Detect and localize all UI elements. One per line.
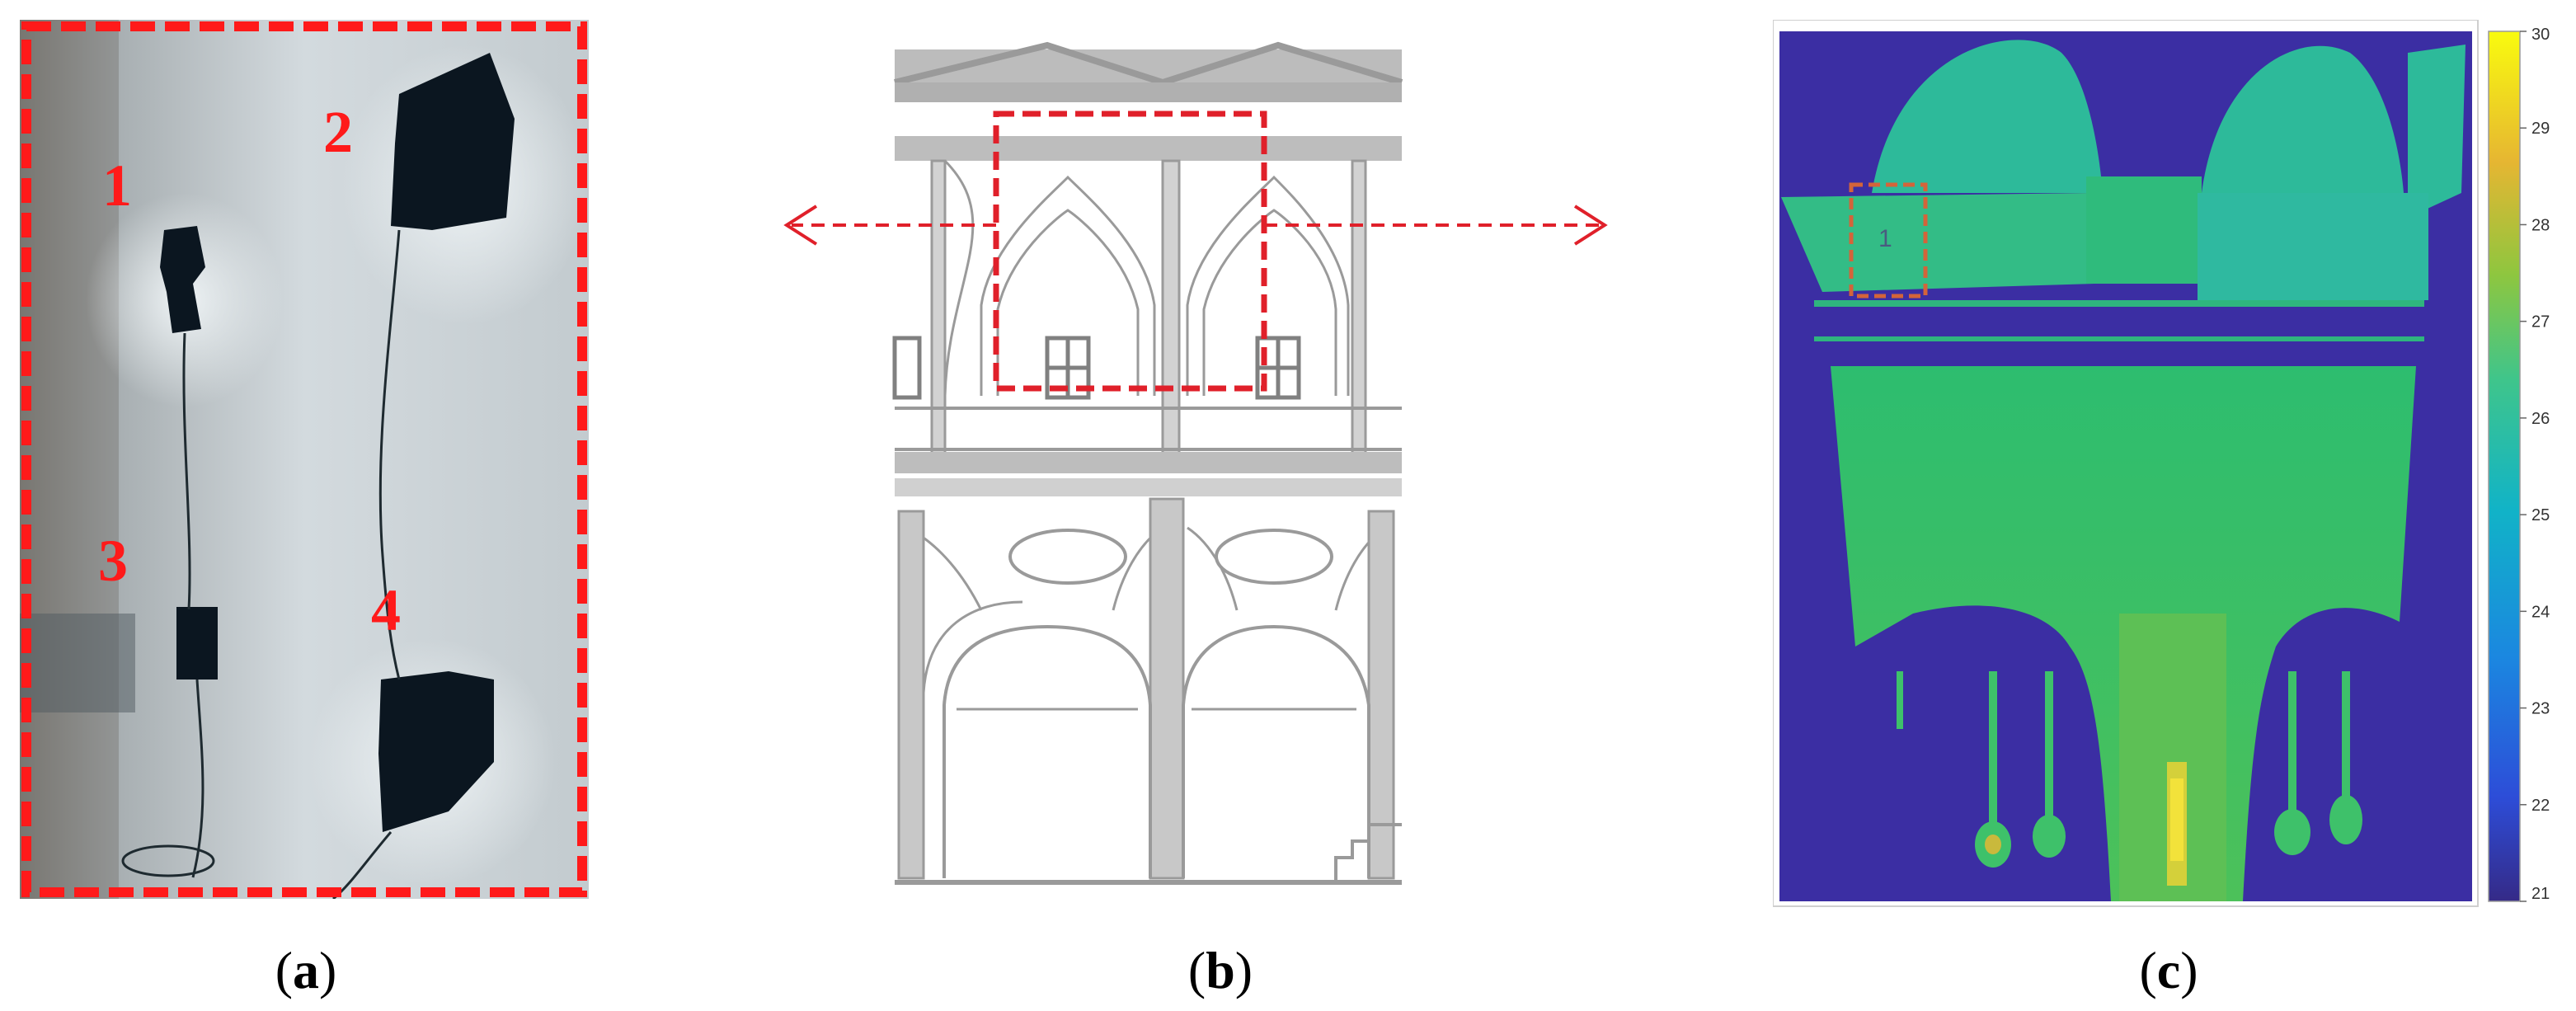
region-label: 1 xyxy=(1878,225,1892,252)
sensor-4 xyxy=(378,671,494,832)
left-arrow xyxy=(783,205,996,246)
colorbar-tick-label: 21 xyxy=(2531,885,2550,903)
selection-box xyxy=(993,111,1267,392)
colorbar-tick-label: 22 xyxy=(2531,797,2550,815)
colorbar-tick-label: 24 xyxy=(2531,603,2550,621)
dashed-frame xyxy=(21,21,587,897)
colorbar-tick-label: 25 xyxy=(2531,506,2550,524)
label-3: 3 xyxy=(98,528,128,594)
caption-a: (a) xyxy=(275,941,337,999)
sensor-1 xyxy=(160,226,205,333)
caption-b: (b) xyxy=(1187,941,1253,999)
heat-map: 1 30 29 28 27 26 25 24 23 22 21 xyxy=(1773,20,2550,907)
colorbar-tick-label: 23 xyxy=(2531,700,2550,718)
sensor-2 xyxy=(391,53,515,230)
right-arrow xyxy=(1264,205,1608,246)
colorbar-tick-label: 28 xyxy=(2531,216,2550,234)
label-2: 2 xyxy=(323,99,353,165)
colorbar: 30 29 28 27 26 25 24 23 22 21 xyxy=(2488,26,2550,903)
colorbar-tick-label: 29 xyxy=(2531,120,2550,138)
label-4: 4 xyxy=(371,577,401,643)
region-box xyxy=(1849,182,1928,299)
label-1: 1 xyxy=(102,153,132,219)
panel-b-drawing xyxy=(775,33,1616,899)
colorbar-tick-label: 30 xyxy=(2531,26,2550,44)
facade-elevation xyxy=(783,41,1608,885)
colorbar-tick-label: 26 xyxy=(2531,410,2550,428)
panel-c-map: 1 30 29 28 27 26 25 24 23 22 21 xyxy=(1773,20,2573,927)
caption-c: (c) xyxy=(2139,941,2198,999)
panel-a-photo: 1 2 3 4 xyxy=(20,20,589,899)
wall-photo: 1 2 3 4 xyxy=(20,20,589,899)
sensor-3 xyxy=(176,607,218,679)
colorbar-tick-label: 27 xyxy=(2531,313,2550,332)
